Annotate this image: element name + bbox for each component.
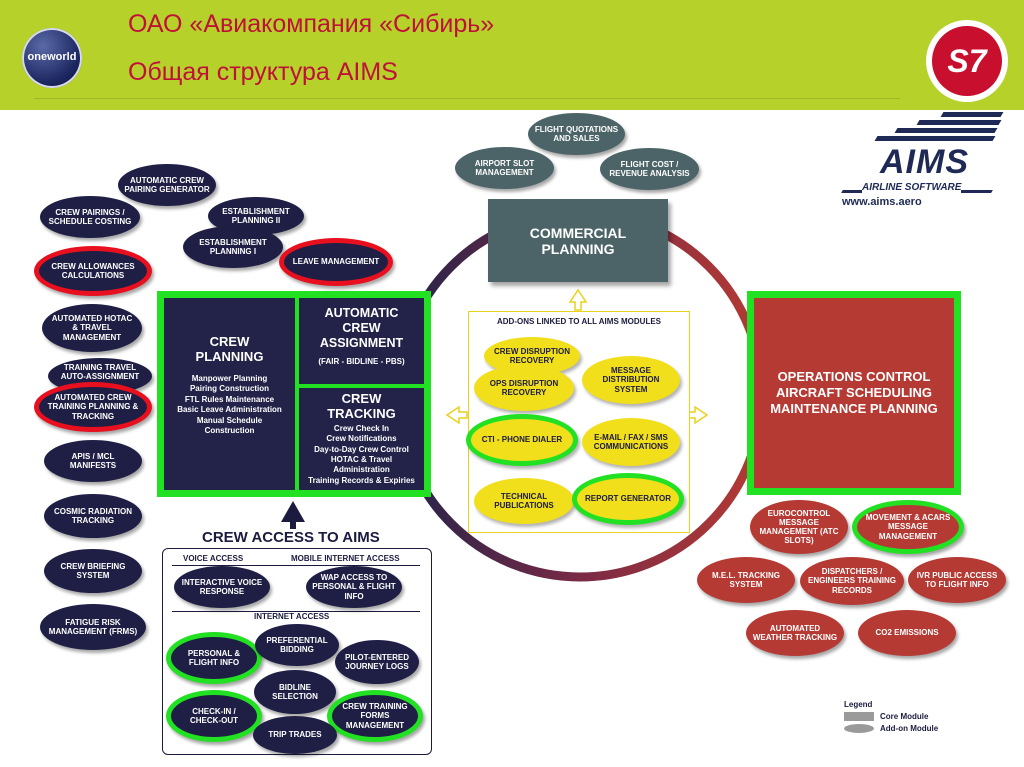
node-co2-emissions[interactable]: CO2 EMISSIONS: [858, 610, 956, 656]
commercial-planning-module[interactable]: COMMERCIAL PLANNING: [488, 199, 668, 282]
node-crew-briefing[interactable]: CREW BRIEFING SYSTEM: [44, 549, 142, 593]
node-crew-allowances[interactable]: CREW ALLOWANCES CALCULATIONS: [34, 246, 152, 296]
header-bar: [0, 0, 1024, 110]
operations-control-block: OPERATIONS CONTROL AIRCRAFT SCHEDULING M…: [747, 291, 961, 495]
aims-url[interactable]: www.aims.aero: [842, 196, 922, 208]
node-preferential-bidding[interactable]: PREFERENTIAL BIDDING: [255, 624, 339, 666]
voice-access-label: VOICE ACCESS: [183, 554, 244, 563]
arrow-left-icon: [445, 405, 468, 425]
legend-addon-label: Add-on Module: [880, 724, 939, 733]
oneworld-logo: oneworld: [22, 28, 82, 88]
s7-logo: S7: [926, 20, 1008, 102]
aims-logo: AIMS AIRLINE SOFTWARE www.aims.aero: [822, 108, 1012, 212]
crew-tracking-items: Crew Check In Crew Notifications Day-to-…: [299, 424, 424, 486]
legend-addon-swatch: [844, 724, 874, 733]
legend: Legend Core Module Add-on Module: [840, 697, 1000, 743]
arrow-right-icon: [688, 405, 709, 425]
node-cti-phone-dialer[interactable]: CTI - PHONE DIALER: [466, 414, 578, 466]
node-movement-acars[interactable]: MOVEMENT & ACARS MESSAGE MANAGEMENT: [852, 500, 964, 554]
node-auto-pairing[interactable]: AUTOMATIC CREW PAIRING GENERATOR: [118, 164, 216, 206]
s7-logo-text: S7: [932, 26, 1002, 96]
node-bidline-selection[interactable]: BIDLINE SELECTION: [254, 670, 336, 714]
crew-access-title: CREW ACCESS TO AIMS: [198, 529, 384, 546]
crew-planning-item: Manpower Planning: [191, 374, 268, 383]
legend-title: Legend: [844, 700, 873, 709]
internet-access-label: INTERNET ACCESS: [251, 612, 333, 621]
legend-core-swatch: [844, 712, 874, 721]
header-divider: [34, 98, 900, 99]
crew-planning-item: Construction: [204, 425, 255, 435]
node-check-in-out[interactable]: CHECK-IN / CHECK-OUT: [166, 690, 262, 742]
node-pilot-journey-logs[interactable]: PILOT-ENTERED JOURNEY LOGS: [335, 640, 419, 684]
node-ops-disruption[interactable]: OPS DISRUPTION RECOVERY: [474, 365, 574, 411]
crew-planning-items: Manpower Planning Pairing Construction F…: [164, 374, 295, 436]
ops-title-2: AIRCRAFT SCHEDULING: [776, 384, 932, 400]
crew-assignment-sub: (FAIR - BIDLINE - PBS): [318, 357, 405, 366]
crew-tracking-item: HOTAC & Travel: [330, 455, 393, 465]
crew-tracking-module[interactable]: CREW TRACKING Crew Check In Crew Notific…: [299, 388, 424, 490]
crew-planning-item: FTL Rules Maintenance: [184, 394, 275, 404]
aims-tagline: AIRLINE SOFTWARE: [862, 182, 962, 193]
arrow-up-icon: [568, 288, 588, 311]
node-cosmic-radiation[interactable]: COSMIC RADIATION TRACKING: [44, 494, 142, 538]
crew-tracking-item: Day-to-Day Crew Control: [314, 444, 409, 454]
node-eurocontrol[interactable]: EUROCONTROL MESSAGE MANAGEMENT (ATC SLOT…: [750, 500, 848, 554]
node-technical-publications[interactable]: TECHNICAL PUBLICATIONS: [474, 478, 574, 524]
aims-brand: AIMS: [880, 143, 969, 181]
node-email-fax-sms[interactable]: E-MAIL / FAX / SMS COMMUNICATIONS: [582, 418, 680, 466]
crew-planning-module[interactable]: CREW PLANNING Manpower Planning Pairing …: [164, 298, 295, 490]
crew-modules-block: CREW PLANNING Manpower Planning Pairing …: [157, 291, 431, 497]
node-message-distribution[interactable]: MESSAGE DISTRIBUTION SYSTEM: [582, 356, 680, 404]
node-crew-training[interactable]: AUTOMATED CREW TRAINING PLANNING & TRACK…: [34, 382, 152, 432]
node-crew-training-forms[interactable]: CREW TRAINING FORMS MANAGEMENT: [327, 690, 423, 742]
node-automated-weather[interactable]: AUTOMATED WEATHER TRACKING: [746, 610, 844, 656]
title-line-2: Общая структура AIMS: [128, 58, 398, 86]
node-leave-management[interactable]: LEAVE MANAGEMENT: [279, 238, 393, 286]
node-mel-tracking[interactable]: M.E.L. TRACKING SYSTEM: [697, 557, 795, 603]
operations-control-module[interactable]: OPERATIONS CONTROL AIRCRAFT SCHEDULING M…: [754, 298, 954, 488]
node-apis-mcl[interactable]: APIS / MCL MANIFESTS: [44, 440, 142, 482]
divider: [172, 565, 420, 566]
node-crew-pairings[interactable]: CREW PAIRINGS / SCHEDULE COSTING: [40, 196, 140, 238]
node-fatigue-risk[interactable]: FATIGUE RISK MANAGEMENT (FRMS): [40, 604, 146, 650]
crew-planning-title-1: CREW: [209, 334, 250, 349]
node-dispatchers-training[interactable]: DISPATCHERS / ENGINEERS TRAINING RECORDS: [800, 557, 904, 605]
divider: [172, 611, 420, 612]
crew-tracking-title-2: TRACKING: [327, 405, 396, 421]
crew-assignment-title-1: AUTOMATIC: [324, 306, 399, 320]
addons-title: ADD-ONS LINKED TO ALL AIMS MODULES: [497, 317, 661, 326]
title-line-1: ОАО «Авиакомпания «Сибирь»: [128, 10, 495, 38]
crew-planning-title-2: PLANNING: [195, 349, 264, 364]
node-interactive-voice[interactable]: INTERACTIVE VOICE RESPONSE: [174, 566, 270, 608]
node-hotac-travel[interactable]: AUTOMATED HOTAC & TRAVEL MANAGEMENT: [42, 304, 142, 352]
commercial-title-2: PLANNING: [541, 240, 615, 257]
ops-title-1: OPERATIONS CONTROL: [777, 368, 931, 384]
crew-tracking-title-1: CREW: [341, 391, 382, 406]
crew-tracking-item: Crew Check In: [333, 423, 390, 433]
node-report-generator[interactable]: REPORT GENERATOR: [572, 473, 684, 525]
crew-assignment-module[interactable]: AUTOMATIC CREW ASSIGNMENT (FAIR - BIDLIN…: [299, 298, 424, 384]
crew-planning-item: Pairing Construction: [189, 384, 270, 394]
crew-tracking-item: Administration: [333, 465, 390, 475]
crew-assignment-title-2: CREW: [342, 321, 381, 335]
node-trip-trades[interactable]: TRIP TRADES: [253, 716, 337, 754]
legend-core-label: Core Module: [880, 712, 929, 721]
crew-planning-item: Manual Schedule: [196, 415, 263, 425]
crew-tracking-item: Training Records & Expiries: [308, 475, 415, 485]
node-ivr-public-access[interactable]: IVR PUBLIC ACCESS TO FLIGHT INFO: [908, 557, 1006, 603]
crew-planning-item: Basic Leave Administration: [177, 405, 282, 415]
crew-tracking-item: Crew Notifications: [326, 434, 397, 444]
crew-assignment-title-3: ASSIGNMENT: [319, 336, 404, 350]
arrow-up-icon: [281, 501, 305, 522]
node-establishment-1[interactable]: ESTABLISHMENT PLANNING I: [183, 226, 283, 268]
node-flight-quotations[interactable]: FLIGHT QUOTATIONS AND SALES: [528, 113, 625, 155]
commercial-title-1: COMMERCIAL: [529, 224, 627, 241]
node-airport-slot[interactable]: AIRPORT SLOT MANAGEMENT: [455, 147, 554, 189]
mobile-access-label: MOBILE INTERNET ACCESS: [291, 554, 400, 563]
ops-title-3: MAINTENANCE PLANNING: [770, 401, 938, 417]
node-personal-flight-info[interactable]: PERSONAL & FLIGHT INFO: [166, 632, 262, 684]
node-wap-access[interactable]: WAP ACCESS TO PERSONAL & FLIGHT INFO: [306, 566, 402, 608]
node-flight-cost[interactable]: FLIGHT COST / REVENUE ANALYSIS: [600, 148, 699, 190]
